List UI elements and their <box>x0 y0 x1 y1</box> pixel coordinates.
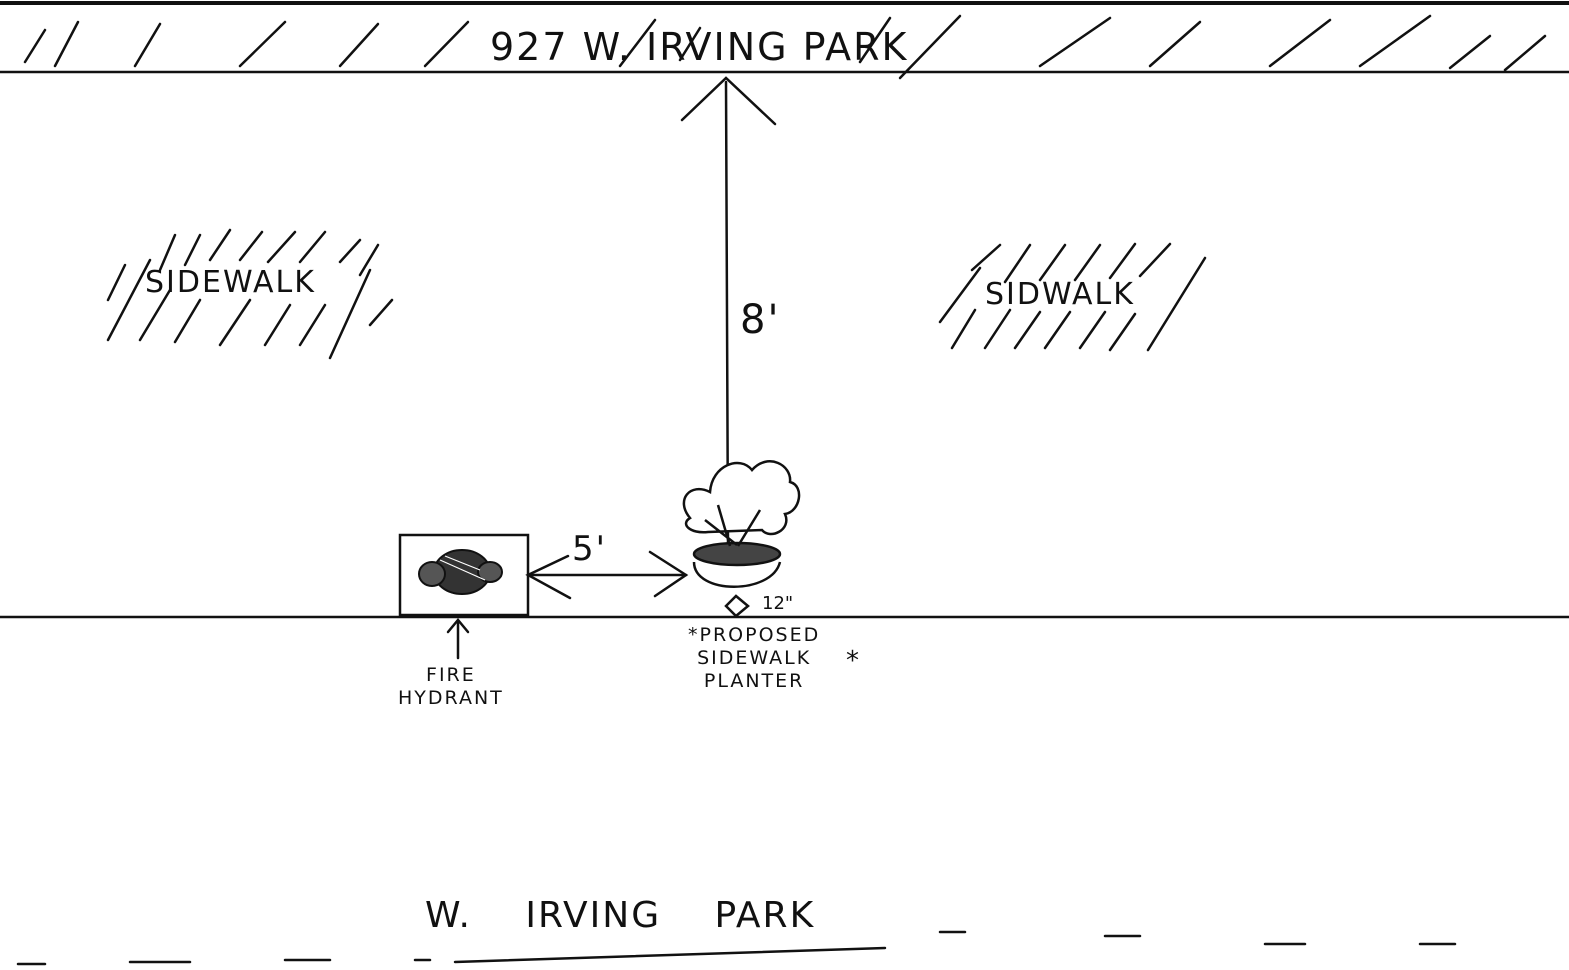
sidewalk-right-hatch <box>938 242 1207 352</box>
planter-label: *PROPOSED SIDEWALK PLANTER <box>688 624 820 692</box>
sidewalk-right-label: SIDWALK <box>985 277 1135 312</box>
planter-asterisk: * <box>846 646 861 676</box>
street-label: W. IRVING PARK <box>425 895 816 936</box>
fire-hydrant-label: FIRE HYDRANT <box>398 664 504 710</box>
fire-hydrant-label-line2: HYDRANT <box>398 686 504 709</box>
planter-icon <box>682 460 801 618</box>
arrow-head-right <box>648 550 689 598</box>
building-hatch <box>23 14 1547 80</box>
sidewalk-left-hatch <box>106 228 394 360</box>
dimension-to-building: 8' <box>740 297 781 343</box>
fire-hydrant-label-line1: FIRE <box>426 664 476 686</box>
dimension-planter-height: 12" <box>762 593 794 614</box>
fire-hydrant-icon <box>398 533 530 617</box>
arrow-head-left <box>525 554 572 600</box>
building-label: 927 W. IRVING PARK <box>490 25 909 69</box>
planter-label-line1: *PROPOSED <box>688 624 821 646</box>
sidewalk-left-label: SIDEWALK <box>145 265 316 300</box>
planter-label-line3: PLANTER <box>703 669 805 692</box>
street-centerline <box>16 930 1457 966</box>
arrow-head-up <box>680 76 777 126</box>
dimension-to-hydrant: 5' <box>572 529 607 569</box>
planter-label-line2: SIDEWALK <box>697 646 812 669</box>
